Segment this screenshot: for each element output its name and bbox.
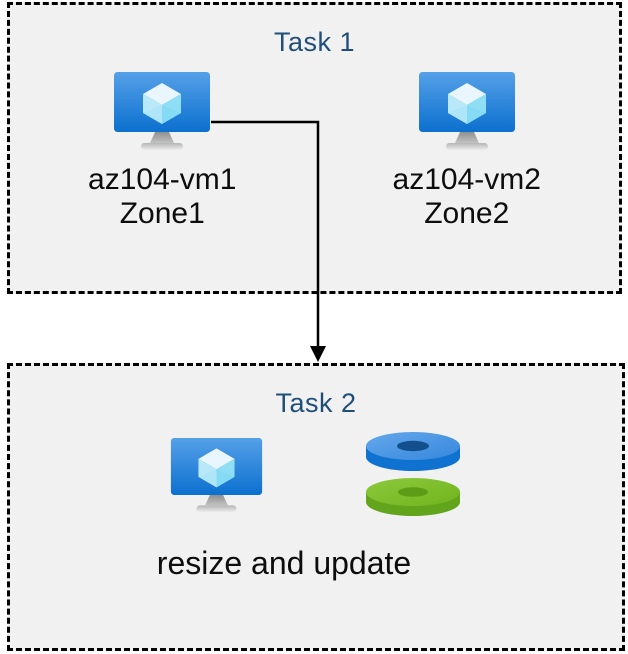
virtual-machine-icon [170, 437, 262, 513]
task1-vm-row: az104-vm1 Zone1 az104-vm2 Zone2 [10, 72, 619, 230]
task2-caption: resize and update [156, 545, 412, 581]
virtual-machine-icon [418, 72, 515, 150]
vm1-zone-label: Zone1 [119, 196, 205, 230]
task1-box: Task 1 az104-vm1 Zone1 [7, 2, 622, 294]
task1-title: Task 1 [273, 27, 356, 57]
disks-icon [365, 432, 460, 516]
task2-box: Task 2 [7, 363, 625, 651]
vm-group-az104-vm2: az104-vm2 Zone2 [315, 72, 620, 230]
virtual-machine-icon [114, 72, 211, 150]
vm1-name-label: az104-vm1 [88, 163, 237, 196]
vm-group-az104-vm1: az104-vm1 Zone1 [10, 72, 315, 230]
task2-icon-row [10, 432, 622, 519]
vm2-name-label: az104-vm2 [392, 163, 541, 196]
task2-title: Task 2 [275, 388, 357, 418]
vm2-zone-label: Zone2 [424, 196, 510, 230]
